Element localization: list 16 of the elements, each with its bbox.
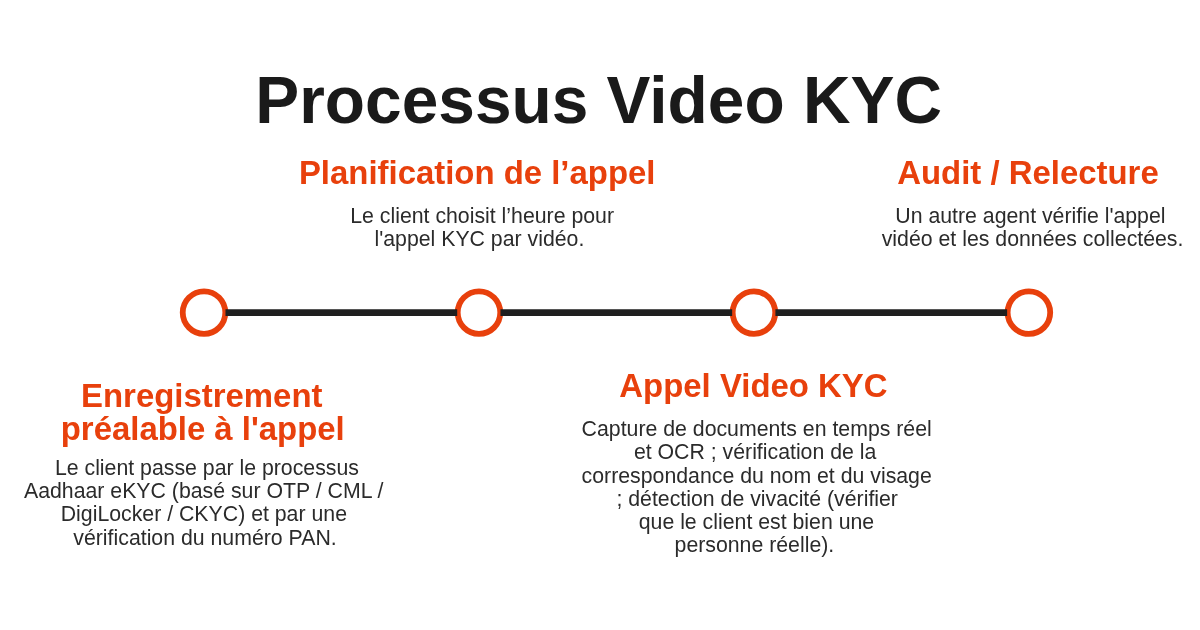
node-label: Le client passe par le processus Aadhaar eKYC (basé sur OTP / CML / DigiLocker / CKYC) et par une vérification du numéro PAN. [23, 455, 384, 550]
node-label: Un autre agent vérifie l'appel vidéo et les données collectées. [881, 203, 1184, 251]
node-circle [1004, 287, 1054, 337]
node-label: Le client choisit l’heure pour l'appel KYC par vidéo. [350, 203, 615, 251]
node-label: Enregistrement préalable à l'appel [60, 376, 345, 447]
node-label: Capture de documents en temps réel et OCR ; vérification de la correspondance du nom et du visage ; détection de vivacité (vérifier que le client est bien une personne réelle). [581, 416, 932, 557]
node-circle [729, 287, 779, 337]
node-circle [179, 287, 229, 337]
connector [775, 308, 1008, 316]
node-circle [454, 287, 504, 337]
node-label: Planification de l’appel [298, 153, 656, 191]
connector [225, 308, 458, 316]
connector [500, 308, 733, 316]
diagram-title: Processus Video KYC [255, 62, 942, 137]
node-label: Audit / Relecture [897, 153, 1159, 191]
node-label: Appel Video KYC [619, 366, 888, 404]
